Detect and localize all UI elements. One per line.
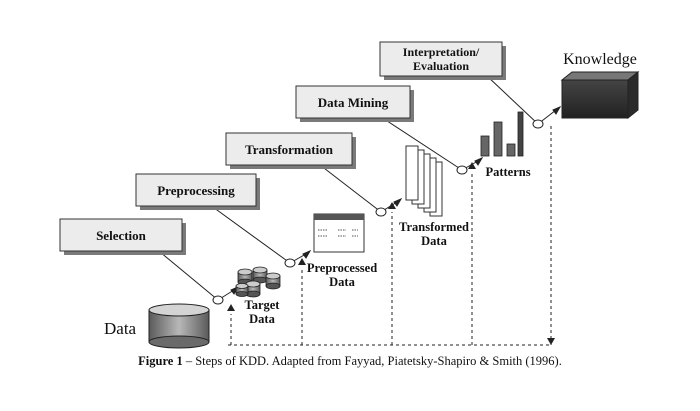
artifact-label-transformed-1: Transformed xyxy=(399,220,469,234)
step-box-preprocessing: Preprocessing xyxy=(135,173,260,210)
feedback-arrowheads xyxy=(227,162,555,345)
step-connectors xyxy=(159,75,539,301)
artifact-label-preprocessed-2: Data xyxy=(329,275,355,289)
transformed-data-icon xyxy=(405,145,443,217)
step-box-transformation: Transformation xyxy=(225,132,356,169)
artifact-label-data: Data xyxy=(104,319,137,338)
step-box-selection: Selection xyxy=(59,218,186,255)
target-data-icon xyxy=(235,266,281,298)
figure-caption-text: – Steps of KDD. Adapted from Fayyad, Pia… xyxy=(182,354,562,368)
feedback-lines xyxy=(228,124,552,346)
preprocessed-data-icon xyxy=(313,213,365,253)
step-label-transformation: Transformation xyxy=(245,142,334,157)
artifact-label-transformed-2: Data xyxy=(421,234,447,248)
artifact-label-preprocessed-1: Preprocessed xyxy=(307,261,377,275)
artifact-label-target-2: Data xyxy=(249,312,275,326)
step-label-interpretation-1: Interpretation/ xyxy=(403,45,480,59)
step-box-data-mining: Data Mining xyxy=(295,85,414,122)
data-cylinder-icon xyxy=(148,303,210,349)
artifact-label-knowledge: Knowledge xyxy=(563,51,637,68)
figure-caption: Figure 1 – Steps of KDD. Adapted from Fa… xyxy=(0,354,700,369)
patterns-bar-icon xyxy=(480,111,524,157)
step-label-preprocessing: Preprocessing xyxy=(157,183,235,198)
artifact-label-target-1: Target xyxy=(245,298,281,312)
figure-caption-label: Figure 1 xyxy=(138,354,183,368)
knowledge-box-icon xyxy=(560,70,640,120)
connector-nodes xyxy=(212,119,544,305)
step-label-selection: Selection xyxy=(96,228,147,243)
artifact-label-patterns: Patterns xyxy=(485,165,530,179)
step-label-data-mining: Data Mining xyxy=(318,95,389,110)
step-label-interpretation-2: Evaluation xyxy=(413,59,469,73)
step-box-interpretation: Interpretation/ Evaluation xyxy=(379,41,506,80)
